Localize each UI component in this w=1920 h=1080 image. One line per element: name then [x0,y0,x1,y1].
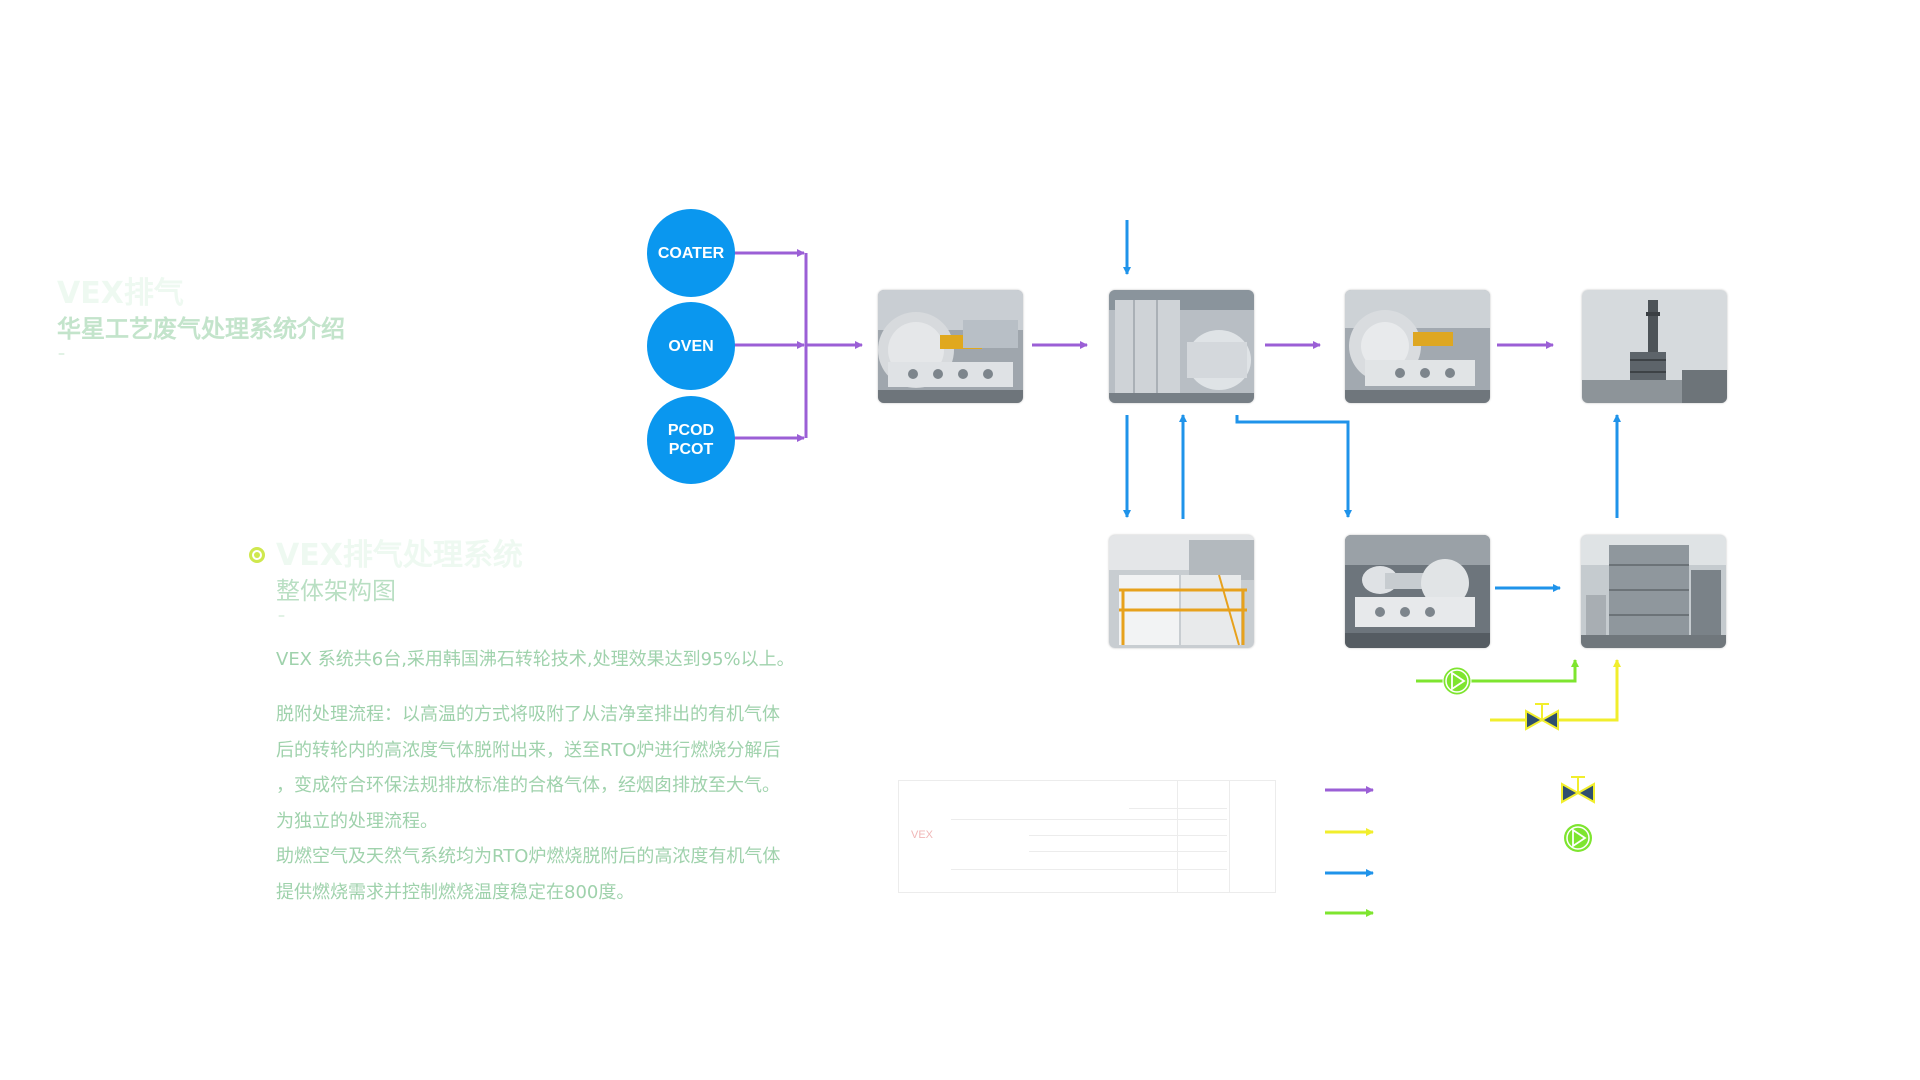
legend-valve-icon [1561,776,1595,804]
legend-vex-label: VEX [911,829,934,841]
source-node-pcod-pcot: PCOD PCOT [647,396,735,484]
description-summary: VEX 系统共6台,采用韩国沸石转轮技术,处理效果达到95%以上。 [276,649,795,670]
page-title: VEX排气 [57,276,184,311]
source-label-pcot: PCOT [668,441,714,458]
description-line: 助燃空气及天然气系统均为RTO炉燃烧脱附后的高浓度有机气体 [276,846,781,867]
legend-pump-icon [1564,824,1592,852]
legend-rule [1029,835,1227,836]
source-node-oven: OVEN [647,302,735,390]
bullet-icon [249,547,265,563]
description-line: 脱附处理流程：以高温的方式将吸附了从洁净室排出的有机气体 [276,704,780,725]
description-line: 提供燃烧需求并控制燃烧温度稳定在800度。 [276,882,635,903]
photo-main-fan [1345,290,1490,403]
title-dash: – [58,346,65,362]
legend-divider [1177,781,1178,892]
description-line: ，变成符合环保法规排放标准的合格气体，经烟囱排放至大气。 [276,775,780,796]
photo-exhaust-fan [878,290,1023,403]
section-subtitle: 整体架构图 [276,577,396,605]
legend-divider [1229,781,1230,892]
source-label-coater: COATER [657,244,725,262]
legend-rule [1029,851,1227,852]
page-subtitle: 华星工艺废气处理系统介绍 [57,315,345,343]
description-line: 后的转轮内的高浓度气体脱附出来，送至RTO炉进行燃烧分解后 [276,740,781,761]
description-line: 为独立的处理流程。 [276,811,438,832]
photo-heat-exchanger [1109,535,1254,648]
source-label-pcod: PCOD [667,422,715,439]
legend-rule [1129,808,1227,809]
section-title: VEX排气处理系统 [276,538,523,573]
section-dash: – [278,608,285,624]
flow-line-combustion-air [1416,659,1579,683]
photo-zeolite-rotor [1109,290,1254,403]
legend-table: VEX [898,780,1276,893]
legend-rule [951,819,1227,820]
pump-icon [1442,666,1472,696]
photo-rto-furnace [1581,535,1726,648]
source-label-oven: OVEN [668,337,714,355]
valve-icon [1525,703,1559,731]
source-node-coater: COATER [647,209,735,297]
photo-chimney [1582,290,1727,403]
legend-rule [951,869,1227,870]
photo-desorption-fan [1345,535,1490,648]
flow-arrow-rotor-to-desfan [1235,415,1352,518]
flow-line-natural-gas [1490,659,1621,722]
